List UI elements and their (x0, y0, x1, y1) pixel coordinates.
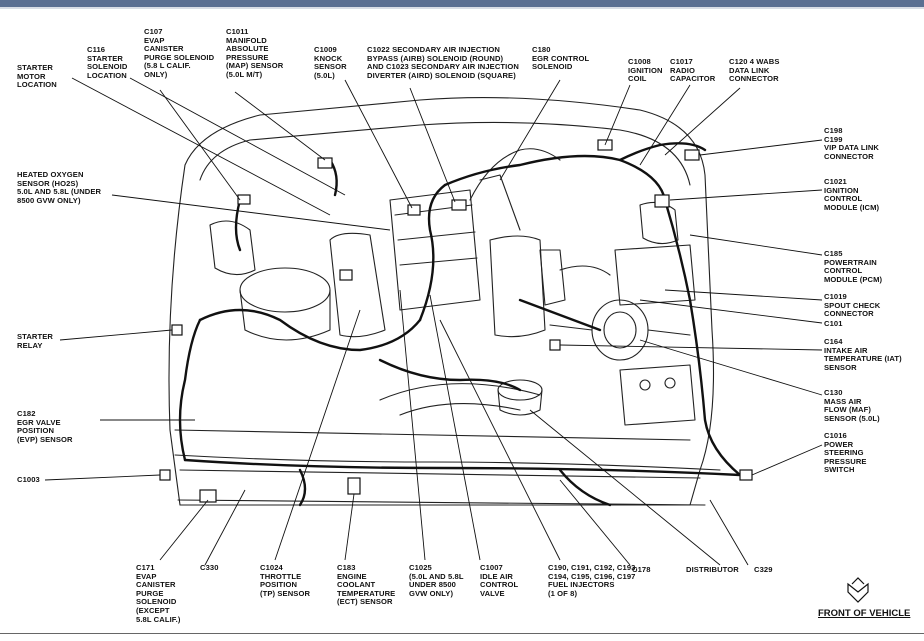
strut-tower-left (209, 220, 256, 276)
label-c1019: C1019 SPOUT CHECK CONNECTOR (824, 292, 881, 319)
harness-to-intake (198, 308, 422, 352)
label-c1016: C1016 POWER STEERING PRESSURE SWITCH (824, 431, 867, 475)
harness-to-distributor (378, 358, 522, 392)
connector-c183 (347, 477, 361, 495)
label-c178: C178 (632, 565, 651, 574)
label-c1024: C1024 THROTTLE POSITION (TP) SENSOR (260, 563, 311, 598)
vacuum-hose (469, 148, 561, 201)
label-c164: C164 INTAKE AIR TEMPERATURE (IAT) SENSOR (824, 337, 902, 372)
air-pump (539, 249, 566, 306)
harness-c1011 (234, 198, 242, 252)
label-c329: C329 (754, 565, 773, 574)
air-cleaner-top (239, 267, 331, 313)
label-starter-motor: STARTER MOTOR LOCATION (17, 63, 57, 90)
label-c330: C330 (200, 563, 219, 572)
label-c1008: C1008 IGNITION COIL (628, 57, 663, 84)
front-of-vehicle-label: FRONT OF VEHICLE (818, 608, 911, 619)
label-c185: C185 POWERTRAIN CONTROL MODULE (PCM) (824, 249, 883, 284)
label-c1022: C1022 SECONDARY AIR INJECTION BYPASS (AI… (367, 45, 519, 80)
window-top-bar (0, 0, 924, 9)
harness-top (443, 154, 667, 202)
label-ho2s: HEATED OXYGEN SENSOR (HO2S) 5.0L AND 5.8… (17, 170, 102, 205)
battery-terminal (639, 379, 651, 391)
bottom-divider (0, 633, 924, 634)
air-hose (559, 265, 611, 276)
label-c1011: C1011 MANIFOLD ABSOLUTE PRESSURE (MAP) S… (226, 27, 284, 79)
front-harness (183, 458, 742, 477)
core-support-bottom (177, 499, 706, 506)
harness-c1007 (558, 468, 612, 507)
label-c180: C180 EGR CONTROL SOLENOID (532, 45, 590, 72)
label-c116: C116 STARTER SOLENOID LOCATION (87, 45, 128, 80)
label-c130: C130 MASS AIR FLOW (MAF) SENSOR (5.0L) (824, 388, 880, 423)
right-valve-cover (489, 235, 546, 338)
connector-c1003 (159, 469, 171, 481)
label-c1021: C1021 IGNITION CONTROL MODULE (ICM) (824, 177, 880, 212)
label-c1017: C1017 RADIO CAPACITOR (670, 57, 716, 84)
connector-c164 (549, 339, 561, 351)
label-c183: C183 ENGINE COOLANT TEMPERATURE (ECT) SE… (337, 563, 396, 607)
core-support-top (174, 454, 721, 471)
connector-c1025 (339, 269, 353, 281)
label-c101: C101 (824, 319, 843, 328)
label-distributor: DISTRIBUTOR (686, 565, 739, 574)
connector-c171 (199, 489, 217, 503)
label-c120: C120 4 WABS DATA LINK CONNECTOR (729, 57, 780, 84)
air-cleaner-body (239, 289, 331, 341)
label-c1003: C1003 (17, 475, 40, 484)
strut-tower-right (639, 201, 679, 245)
label-c1025: C1025 (5.0L AND 5.8L UNDER 8500 GVW ONLY… (409, 563, 464, 598)
maf-inlet (603, 311, 637, 349)
battery-terminal (664, 377, 676, 389)
fender-line (199, 121, 691, 186)
connector-c1022 (451, 199, 467, 211)
label-c1009: C1009 KNOCK SENSOR (5.0L) (314, 45, 347, 80)
label-c198: C198 C199 VIP DATA LINK CONNECTOR (824, 126, 880, 161)
connector-c1016 (739, 469, 753, 481)
plenum-rib (397, 231, 476, 241)
label-c182: C182 EGR VALVE POSITION (EVP) SENSOR (17, 409, 73, 444)
left-harness-drop (178, 318, 202, 462)
harness-to-maf (518, 298, 602, 332)
radiator-support-line (174, 429, 691, 441)
connector-relay (171, 324, 183, 336)
distributor-body (497, 389, 543, 416)
intake-plenum (389, 189, 481, 311)
connector-c198 (684, 149, 700, 161)
fan-blade-arc (399, 403, 521, 416)
connector-c107 (237, 194, 251, 205)
connector-c1011 (317, 157, 333, 169)
left-valve-cover (329, 232, 386, 338)
label-c107: C107 EVAP CANISTER PURGE SOLENOID (5.8 L… (144, 27, 215, 79)
egr-tube (479, 174, 521, 231)
harness-right (663, 198, 742, 477)
plenum-rib (399, 257, 478, 266)
harness-up-intake (418, 183, 447, 322)
connector-c1021 (654, 194, 670, 208)
harness-to-c198 (618, 142, 707, 162)
label-c171: C171 EVAP CANISTER PURGE SOLENOID (EXCEP… (136, 563, 181, 624)
maf-duct (549, 324, 691, 336)
fan-shroud-arc (379, 383, 541, 401)
pcm-box (614, 244, 696, 306)
engine-compartment-illustration (44, 77, 869, 603)
engine-bay-outline (168, 97, 715, 506)
label-c1007: C1007 IDLE AIR CONTROL VALVE (480, 563, 519, 598)
front-crossmember (179, 469, 701, 479)
connector-c1009 (407, 204, 421, 216)
label-starter-relay: STARTER RELAY (17, 332, 53, 350)
front-arrow-icon (847, 577, 869, 603)
label-c190: C190, C191, C192, C193, C194, C195, C196… (548, 563, 638, 598)
battery-box (619, 364, 696, 426)
harness-c1024 (298, 468, 307, 507)
